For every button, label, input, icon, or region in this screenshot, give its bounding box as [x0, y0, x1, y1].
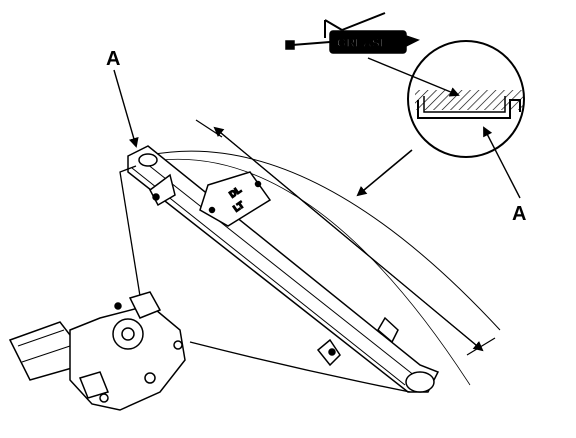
regulator-cables	[119, 165, 411, 393]
callout-a-right: A	[483, 126, 526, 225]
detail-circle	[407, 40, 525, 158]
grease-pointer-arrow	[367, 57, 460, 97]
detail-pointer-arrow	[356, 149, 413, 197]
grease-label: GREASE	[337, 36, 388, 50]
callout-a-right-label: A	[512, 203, 526, 225]
grease-tube-icon: GREASE	[285, 12, 420, 54]
callout-a-top: A	[106, 48, 139, 148]
window-glass-outline	[139, 150, 501, 386]
callout-a-top-label: A	[106, 48, 120, 70]
regulator-motor	[8, 291, 186, 411]
glass-dimension-arrow	[195, 119, 496, 356]
slider-block: DL LT	[199, 171, 272, 227]
